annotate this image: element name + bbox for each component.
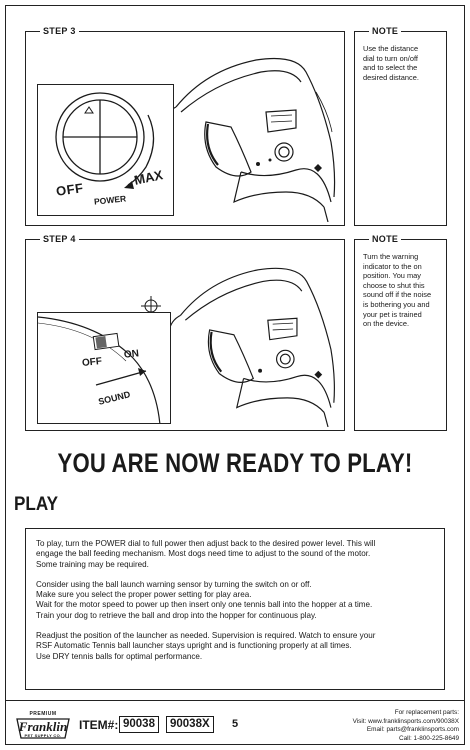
logo-tagline-text: PET SUPPLY CO. <box>24 733 62 738</box>
play-line: Make sure you select the proper power se… <box>36 590 252 600</box>
play-line: Consider using the ball launch warning s… <box>36 579 312 589</box>
item-label: ITEM#: <box>79 718 119 732</box>
step3-panel: STEP 3 <box>25 25 345 226</box>
note4-line: your pet is trained <box>363 309 422 319</box>
step4-panel: STEP 4 <box>25 233 345 431</box>
power-dial-inset: OFF MAX POWER <box>37 84 174 216</box>
ready-to-play-headline: YOU ARE NOW READY TO PLAY! <box>57 448 413 478</box>
franklin-logo-icon: PREMIUM Franklin PET SUPPLY CO. <box>13 711 73 741</box>
page-number: 5 <box>232 718 239 730</box>
play-line: Some training may be required. <box>36 559 149 569</box>
contact-line: Visit: www.franklinsports.com/90038X <box>352 717 459 725</box>
step4-label: STEP 4 <box>40 233 79 245</box>
note4-line: is bothering you and <box>363 299 430 309</box>
play-paragraph: To play, turn the POWER dial to full pow… <box>36 539 434 570</box>
launcher-device-icon <box>168 267 335 427</box>
play-line: Train your dog to retrieve the ball and … <box>36 610 317 620</box>
note4-line: indicator to the on <box>363 261 422 271</box>
item-number-2: 90038X <box>166 716 214 733</box>
logo-premium-text: PREMIUM <box>29 711 57 717</box>
note3-panel: NOTE Use the distance dial to turn on/of… <box>354 25 447 226</box>
replacement-parts-contact: For replacement parts: Visit: www.frankl… <box>353 709 459 743</box>
sound-switch-inset: OFF ON SOUND <box>37 312 171 424</box>
contact-line: Email: parts@franklinsports.com <box>366 726 459 734</box>
sound-switch-icon <box>92 332 120 351</box>
play-title: PLAY <box>14 494 59 515</box>
footer: PREMIUM Franklin PET SUPPLY CO. ITEM#: 9… <box>5 700 465 745</box>
note3-line: and to select the <box>363 63 418 73</box>
note4-line: Turn the warning <box>363 252 419 261</box>
play-line: Readjust the position of the launcher as… <box>36 631 376 641</box>
power-dial-icon <box>55 92 155 189</box>
note4-line: sound off if the noise <box>363 290 432 300</box>
switch-on-label: ON <box>123 348 140 361</box>
launcher-device-icon <box>163 57 336 222</box>
play-instructions-box: To play, turn the POWER dial to full pow… <box>25 528 445 690</box>
note4-line: on the device. <box>363 319 410 329</box>
play-paragraph: Consider using the ball launch warning s… <box>36 580 434 621</box>
note4-panel: NOTE Turn the warning indicator to the o… <box>354 233 447 431</box>
play-paragraph: Readjust the position of the launcher as… <box>36 631 434 662</box>
note4-line: position. You may <box>363 271 421 281</box>
note3-line: dial to turn on/off <box>363 53 418 63</box>
note3-label: NOTE <box>369 25 402 37</box>
play-line: Use DRY tennis balls for optimal perform… <box>36 651 203 661</box>
page-frame <box>5 5 465 745</box>
switch-off-label: OFF <box>81 355 103 370</box>
contact-line: For replacement parts: <box>394 709 459 716</box>
note4-label: NOTE <box>369 233 402 245</box>
note3-line: desired distance. <box>363 72 419 82</box>
play-line: Wait for the motor speed to power up the… <box>36 600 373 610</box>
logo-brand-text: Franklin <box>18 719 68 734</box>
play-line: To play, turn the POWER dial to full pow… <box>36 539 376 548</box>
note3-line: Use the distance <box>363 44 419 53</box>
play-line: RSF Automatic Tennis ball launcher stays… <box>36 641 352 651</box>
note4-line: choose to shut this <box>363 280 425 290</box>
item-number-1: 90038 <box>119 716 159 733</box>
step3-label: STEP 3 <box>40 25 79 37</box>
contact-line: Call: 1-800-225-8649 <box>398 734 459 742</box>
play-line: engage the ball feeding mechanism. Most … <box>36 549 371 559</box>
